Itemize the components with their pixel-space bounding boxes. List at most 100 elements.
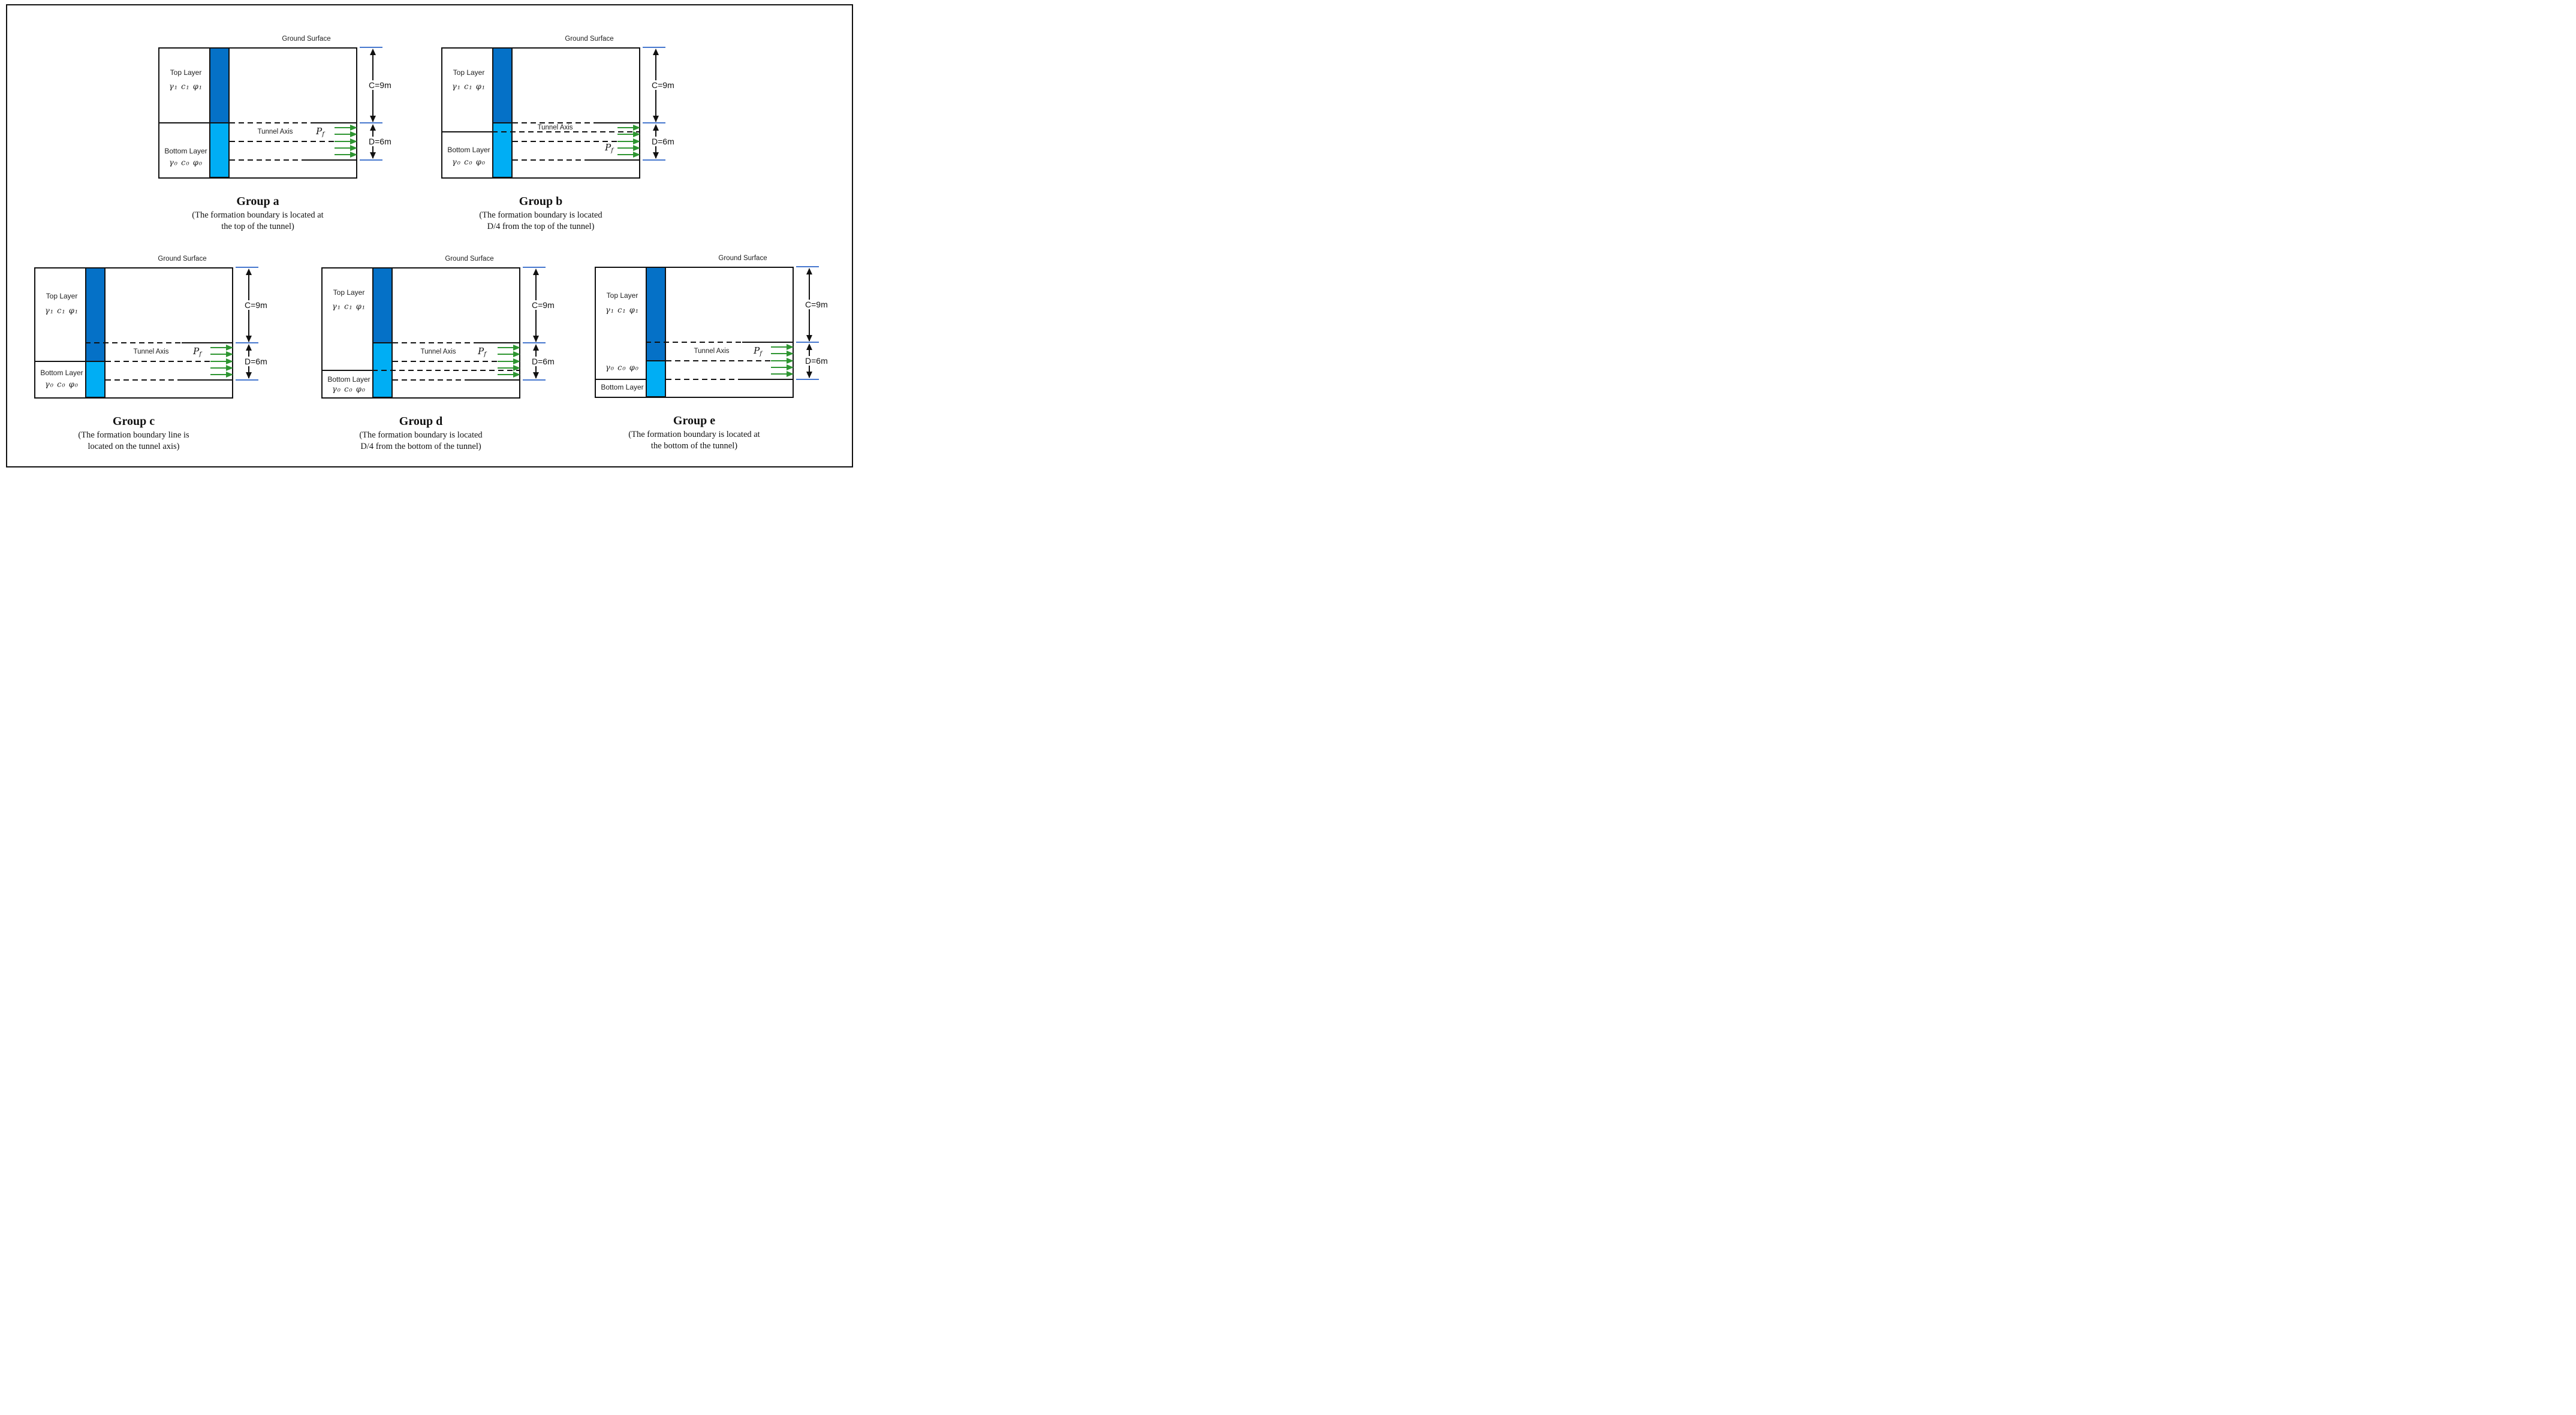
face-pressure-arrow: [210, 354, 227, 355]
arrow-up-icon: [370, 49, 376, 55]
tunnel-dashed-line: [646, 342, 743, 343]
tunnel-dashed-line: [393, 342, 476, 343]
arrow-up-icon: [653, 124, 659, 131]
bottom-layer-params: γ₀ c₀ φ₀: [332, 385, 366, 394]
dimension-tick: [360, 47, 382, 48]
face-pressure-arrowhead-icon: [226, 345, 233, 351]
face-pressure-arrowhead-icon: [226, 358, 233, 364]
face-pressure-arrow: [210, 367, 227, 369]
group-title: Group e: [673, 414, 716, 427]
tunnel-dashed-line: [106, 361, 232, 362]
formation-boundary-line: [595, 379, 646, 380]
bottom-layer-params: γ₀ c₀ φ₀: [451, 158, 486, 167]
arrow-down-icon: [370, 116, 376, 122]
tunnel-dashed-line: [230, 122, 313, 123]
face-pressure-subscript: f: [484, 351, 486, 358]
bottom-layer-label: Bottom Layer: [601, 383, 644, 391]
dimension-tick: [643, 47, 665, 48]
face-pressure-symbol: P: [478, 346, 484, 357]
face-pressure-arrowhead-icon: [633, 138, 640, 144]
face-pressure-arrowhead-icon: [350, 138, 357, 144]
bottom-layer-params: γ₀ c₀ φ₀: [605, 363, 640, 373]
tunnel-dashed-line: [106, 379, 183, 381]
tunnel-face-bar-top-layer: [210, 49, 228, 123]
formation-boundary-line: [594, 122, 639, 123]
formation-boundary-line: [589, 159, 639, 161]
tunnel-axis-label: Tunnel Axis: [694, 348, 730, 355]
top-layer-label: Top Layer: [46, 292, 78, 300]
tunnel-face-bar-top-layer: [647, 268, 665, 361]
face-pressure-arrow: [617, 134, 634, 135]
formation-boundary-line: [441, 131, 493, 132]
dimension-tick: [236, 342, 258, 343]
group-caption-line: (The formation boundary is located: [479, 210, 602, 220]
arrow-down-icon: [653, 152, 659, 159]
formation-boundary-line: [321, 370, 373, 371]
soil-box: [441, 47, 640, 179]
cover-dimension-label: C=9m: [531, 300, 556, 310]
face-pressure-arrowhead-icon: [787, 351, 794, 357]
face-pressure-arrowhead-icon: [513, 345, 520, 351]
face-pressure-arrow: [498, 367, 514, 369]
tunnel-axis-label: Tunnel Axis: [537, 124, 573, 131]
soil-box: [595, 267, 794, 398]
face-pressure-arrow: [771, 353, 788, 354]
face-pressure-arrow: [771, 346, 788, 348]
dimension-tick: [360, 159, 382, 161]
face-pressure-arrowhead-icon: [226, 351, 233, 357]
tunnel-dashed-line: [393, 379, 470, 381]
diameter-dimension-label: D=6m: [650, 137, 676, 146]
dimension-tick: [236, 379, 258, 381]
soil-box: [34, 267, 233, 399]
dimension-tick: [523, 342, 546, 343]
tunnel-face-bar-top-layer: [373, 268, 391, 343]
tunnel-dashed-line: [393, 361, 519, 362]
formation-boundary-line: [182, 342, 232, 343]
arrow-down-icon: [806, 372, 812, 378]
dimension-tick: [523, 267, 546, 268]
ground-surface-label: Ground Surface: [158, 255, 207, 263]
face-pressure-arrow: [498, 374, 514, 375]
face-pressure-subscript: f: [760, 351, 762, 357]
ground-surface-label: Ground Surface: [565, 35, 614, 43]
ground-surface-label: Ground Surface: [282, 35, 331, 43]
arrow-up-icon: [806, 268, 812, 274]
group-caption-line: D/4 from the top of the tunnel): [487, 222, 595, 231]
face-pressure-arrow: [498, 361, 514, 362]
tunnel-face-bar: [85, 267, 106, 399]
ground-surface-label: Ground Surface: [445, 255, 494, 263]
face-pressure-arrowhead-icon: [350, 131, 357, 137]
group-caption-line: (The formation boundary line is: [78, 430, 189, 440]
face-pressure-subscript: f: [322, 131, 324, 138]
face-pressure-arrow: [498, 347, 514, 348]
formation-boundary-line: [34, 361, 86, 362]
group-title: Group c: [112, 415, 155, 428]
formation-boundary-line: [306, 159, 356, 161]
arrow-up-icon: [653, 49, 659, 55]
diameter-dimension-label: D=6m: [804, 356, 829, 366]
diameter-dimension-label: D=6m: [531, 357, 556, 366]
bottom-layer-label: Bottom Layer: [327, 375, 370, 384]
group-title: Group b: [519, 195, 563, 208]
cover-dimension-label: C=9m: [367, 80, 393, 90]
tunnel-axis-label: Tunnel Axis: [133, 348, 169, 355]
face-pressure-arrowhead-icon: [513, 351, 520, 357]
face-pressure-label: Pf: [605, 142, 613, 154]
arrow-down-icon: [246, 372, 252, 379]
tunnel-dashed-line: [230, 159, 307, 161]
dimension-tick: [643, 159, 665, 161]
top-layer-label: Top Layer: [453, 68, 485, 77]
face-pressure-label: Pf: [316, 126, 324, 138]
tunnel-dashed-line: [513, 141, 639, 142]
arrow-down-icon: [653, 116, 659, 122]
bottom-layer-params: γ₀ c₀ φ₀: [44, 380, 79, 390]
arrow-up-icon: [533, 344, 539, 351]
face-pressure-arrowhead-icon: [787, 371, 794, 377]
dimension-tick: [643, 122, 665, 123]
top-layer-params: γ₁ c₁ φ₁: [332, 302, 366, 312]
dimension-tick: [360, 122, 382, 123]
